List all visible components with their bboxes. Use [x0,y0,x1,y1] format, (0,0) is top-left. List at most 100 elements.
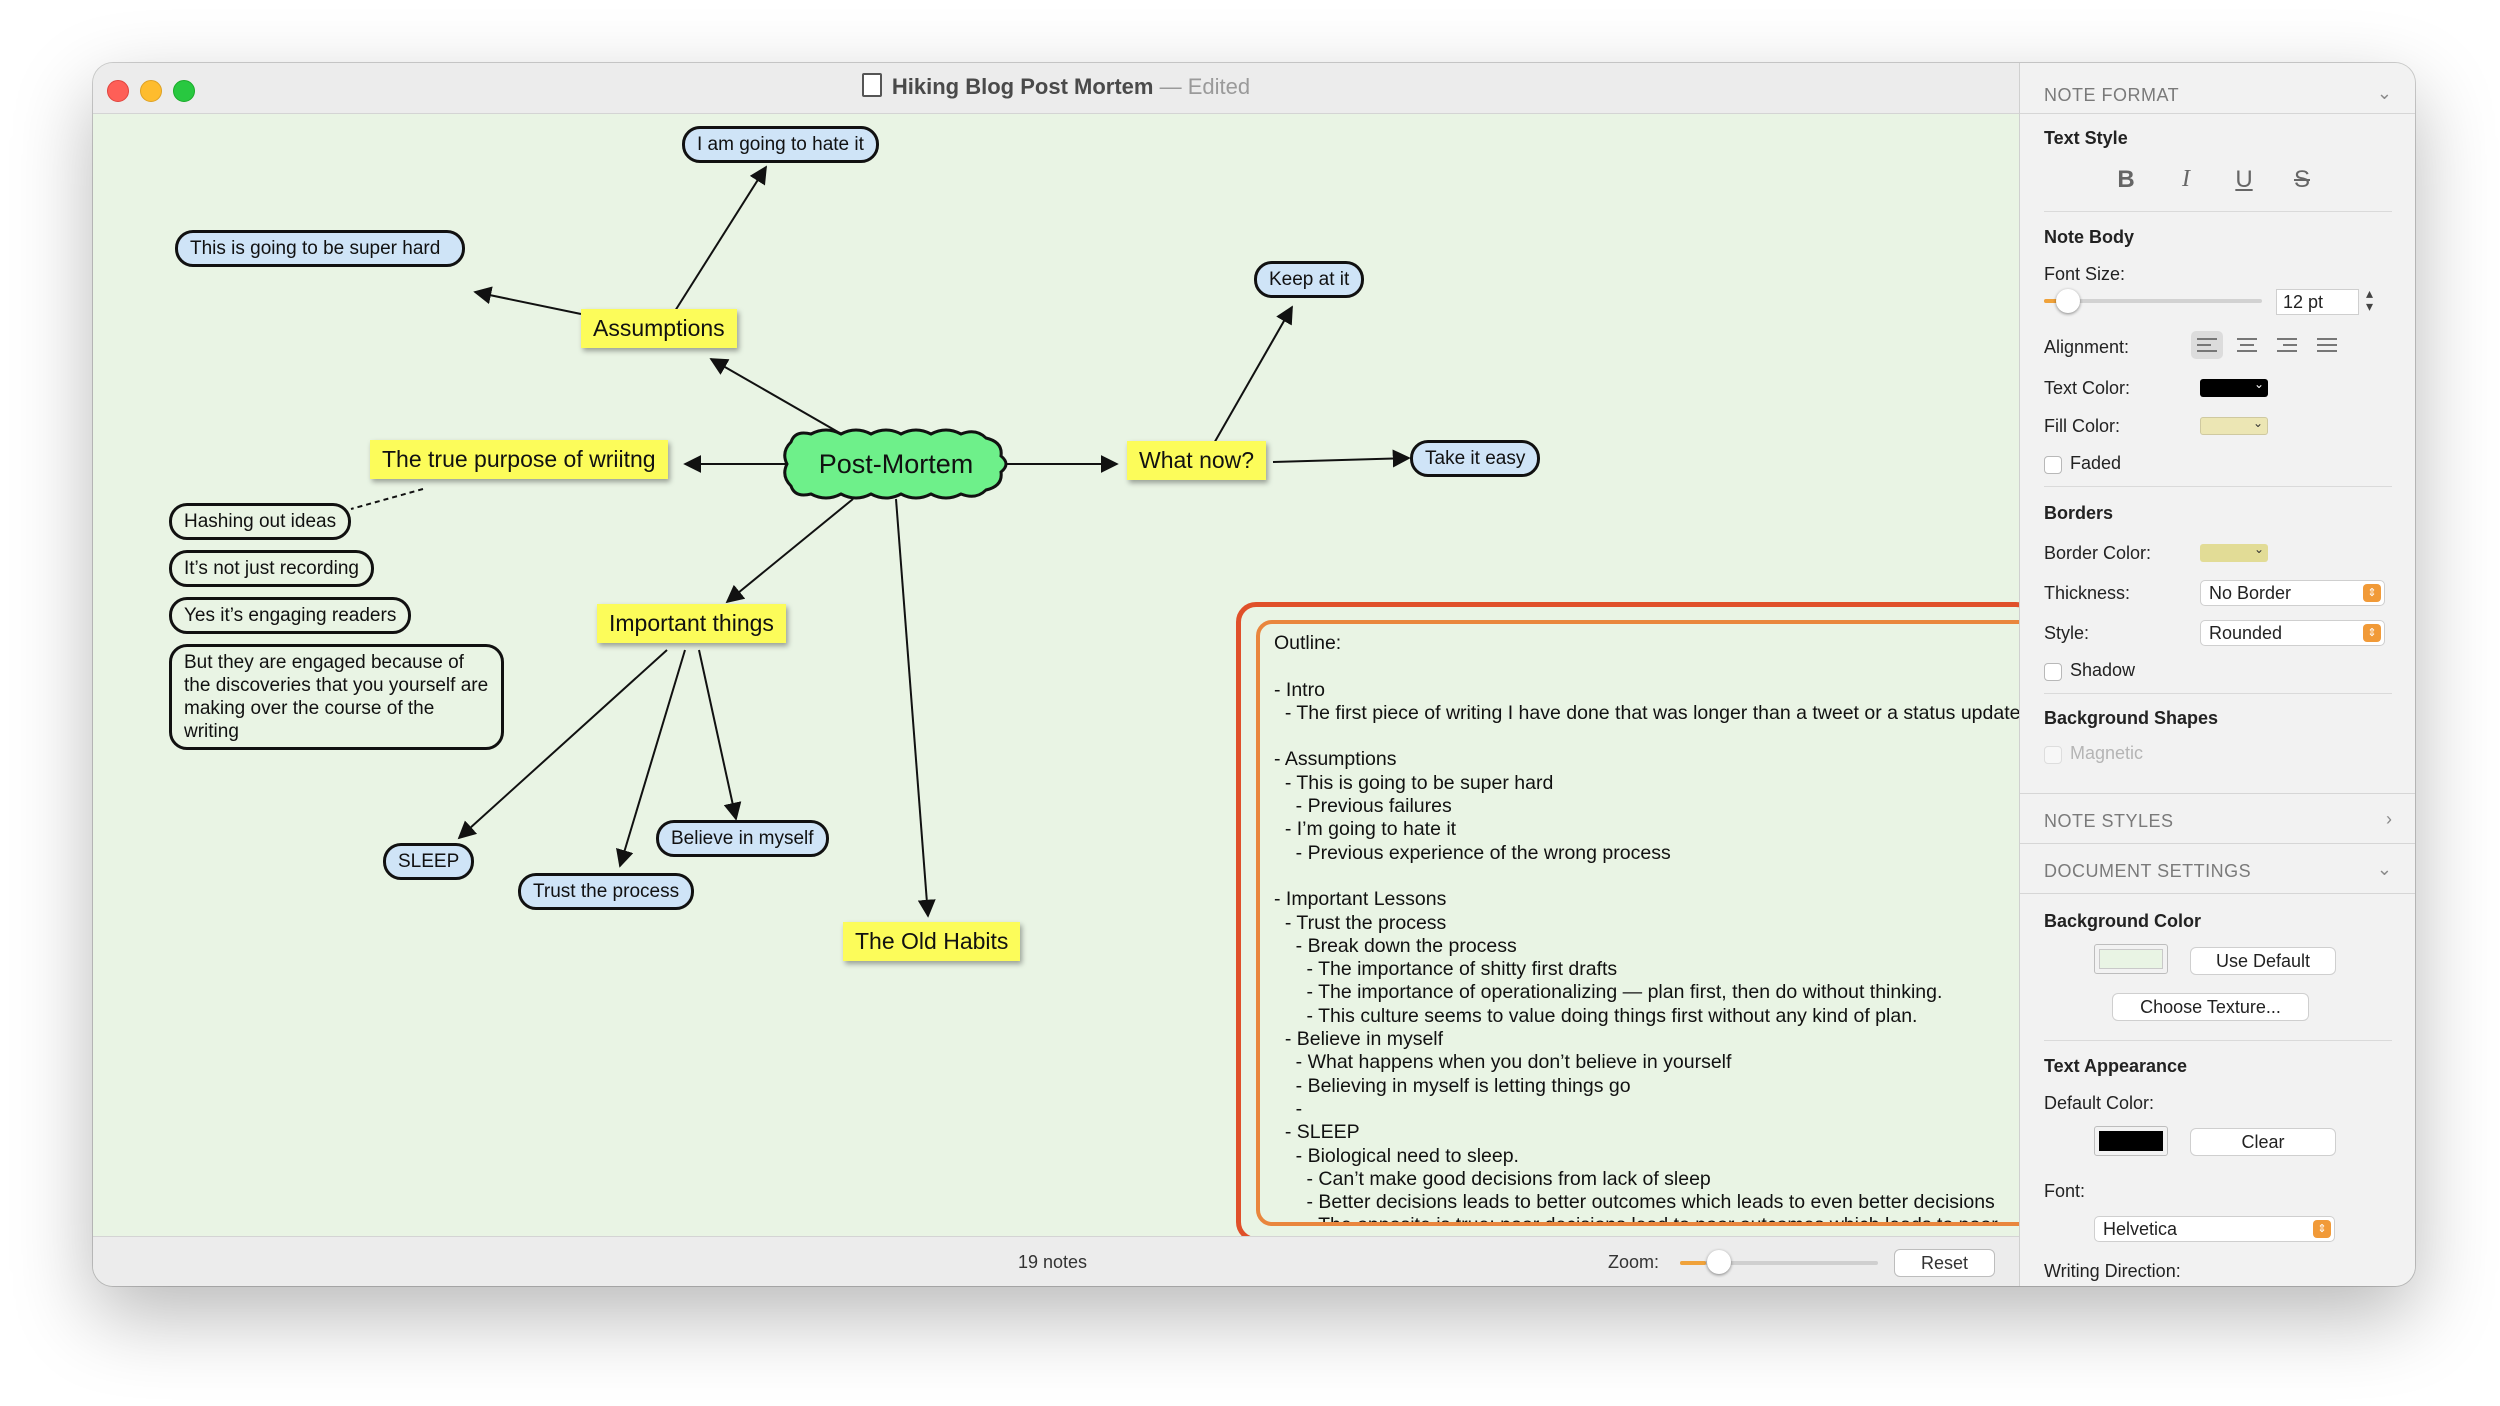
link-important-believe[interactable] [698,649,742,821]
link-whatnow-keep[interactable] [1212,305,1293,446]
note-oldhabits[interactable]: The Old Habits [843,922,1021,961]
magnetic-checkbox[interactable] [2044,746,2062,764]
note-recording-text: It’s not just recording [184,558,359,579]
note-sleep[interactable]: SLEEP [383,843,475,880]
divider [2044,211,2392,212]
note-hate[interactable]: I am going to hate it [682,126,879,163]
note-styles-header[interactable]: NOTE STYLES [2044,811,2174,831]
chevron-down-icon[interactable]: ⌄ [2376,859,2392,879]
chevron-down-icon[interactable]: ⌄ [2376,83,2392,103]
note-important-text: Important things [609,610,774,636]
style-popup[interactable]: Rounded⇕ [2200,620,2385,646]
note-whatnow-text: What now? [1139,447,1255,473]
link-assumptions-hate[interactable] [674,165,767,312]
clear-color-button[interactable]: Clear [2190,1128,2336,1156]
link-whatnow-easy[interactable] [1272,449,1411,468]
align-center-button[interactable] [2231,331,2263,359]
default-color-well[interactable] [2094,1126,2168,1156]
thickness-popup[interactable]: No Border⇕ [2200,580,2385,606]
background-color-swatch [2099,949,2163,969]
link-assumptions-hard[interactable] [473,286,582,315]
style-label: Style: [2044,623,2090,643]
document-settings-header[interactable]: DOCUMENT SETTINGS [2044,861,2252,881]
note-easy-text: Take it easy [1425,448,1526,469]
fill-color-well[interactable]: ⌄ [2200,416,2268,435]
divider [2020,113,2415,114]
note-hard[interactable]: This is going to be super hard [175,230,465,267]
zoom-slider-knob[interactable] [1707,1250,1731,1274]
note-engaging-text: Yes it’s engaging readers [184,605,397,626]
note-format-header[interactable]: NOTE FORMAT [2044,85,2180,105]
link-purpose-hashing[interactable] [350,488,424,510]
note-important[interactable]: Important things [597,604,786,643]
note-easy[interactable]: Take it easy [1410,440,1541,477]
note-recording[interactable]: It’s not just recording [169,550,374,587]
choose-texture-button[interactable]: Choose Texture... [2112,993,2309,1021]
note-whatnow[interactable]: What now? [1127,441,1267,480]
note-hard-text: This is going to be super hard [190,238,441,259]
note-discoveries-text: But they are engaged because of the disc… [184,652,489,742]
link-central-assumptions[interactable] [709,358,839,433]
faded-checkbox[interactable] [2044,456,2062,474]
link-central-important[interactable] [725,498,854,604]
background-color-heading: Background Color [2044,911,2202,931]
note-hashing[interactable]: Hashing out ideas [169,503,352,540]
divider [2020,843,2415,844]
map-canvas[interactable]: I am going to hate it This is going to b… [93,114,2019,1236]
note-discoveries[interactable]: But they are engaged because of the disc… [169,644,504,750]
chevron-down-icon: ⌄ [2253,542,2264,556]
align-justify-button[interactable] [2311,331,2343,359]
divider [2044,486,2392,487]
outline-note[interactable]: Outline: - Intro - The first piece of wr… [1256,620,2019,1226]
border-color-well[interactable]: ⌄ [2200,542,2268,562]
note-keep[interactable]: Keep at it [1254,261,1365,298]
link-important-sleep[interactable] [457,649,668,840]
font-size-slider-track[interactable] [2044,299,2262,303]
strikethrough-button[interactable]: S [2293,166,2310,193]
italic-button[interactable]: I [2182,166,2190,192]
align-right-button[interactable] [2271,331,2303,359]
zoom-slider-track[interactable] [1680,1261,1878,1265]
use-default-button[interactable]: Use Default [2190,947,2336,975]
text-color-label: Text Color: [2044,378,2131,398]
note-trust[interactable]: Trust the process [518,873,695,910]
divider [2020,893,2415,894]
default-color-label: Default Color: [2044,1093,2155,1113]
note-purpose-text: The true purpose of wriitng [382,446,656,472]
text-color-well[interactable]: ⌄ [2200,377,2268,397]
background-color-well[interactable] [2094,944,2168,974]
shadow-label: Shadow [2070,660,2136,680]
bold-button[interactable]: B [2117,166,2135,193]
notes-count: 19 notes [1018,1252,1088,1272]
chevron-right-icon[interactable]: › [2386,809,2392,829]
close-window-button[interactable] [107,80,129,102]
note-central[interactable]: Post-Mortem [781,426,1011,502]
link-central-oldhabits[interactable] [895,498,936,918]
note-keep-text: Keep at it [1269,269,1350,290]
underline-button[interactable]: U [2235,166,2253,193]
font-size-field[interactable]: 12 pt [2276,289,2359,315]
document-name: Hiking Blog Post Mortem [891,74,1154,99]
chevron-down-icon: ⌄ [2252,416,2263,430]
note-oldhabits-text: The Old Habits [855,928,1009,954]
note-believe[interactable]: Believe in myself [656,820,829,857]
reset-zoom-button[interactable]: Reset [1894,1249,1995,1277]
font-label: Font: [2044,1181,2086,1201]
minimize-window-button[interactable] [140,80,162,102]
align-left-button[interactable] [2191,331,2223,359]
link-important-trust[interactable] [616,649,686,868]
zoom-window-button[interactable] [173,80,195,102]
default-color-swatch [2099,1131,2163,1151]
borders-heading: Borders [2044,503,2114,523]
font-popup[interactable]: Helvetica⇕ [2094,1216,2335,1242]
note-engaging[interactable]: Yes it’s engaging readers [169,597,412,634]
outline-container[interactable] [1236,602,2019,1236]
note-purpose[interactable]: The true purpose of wriitng [370,440,668,479]
title-separator: — [1159,74,1182,99]
font-size-slider-knob[interactable] [2056,289,2080,313]
shadow-checkbox[interactable] [2044,663,2062,681]
font-size-stepper[interactable]: ▴▾ [2366,285,2374,314]
updown-icon: ⇕ [2363,624,2381,642]
note-believe-text: Believe in myself [671,828,814,849]
note-assumptions[interactable]: Assumptions [581,309,737,348]
